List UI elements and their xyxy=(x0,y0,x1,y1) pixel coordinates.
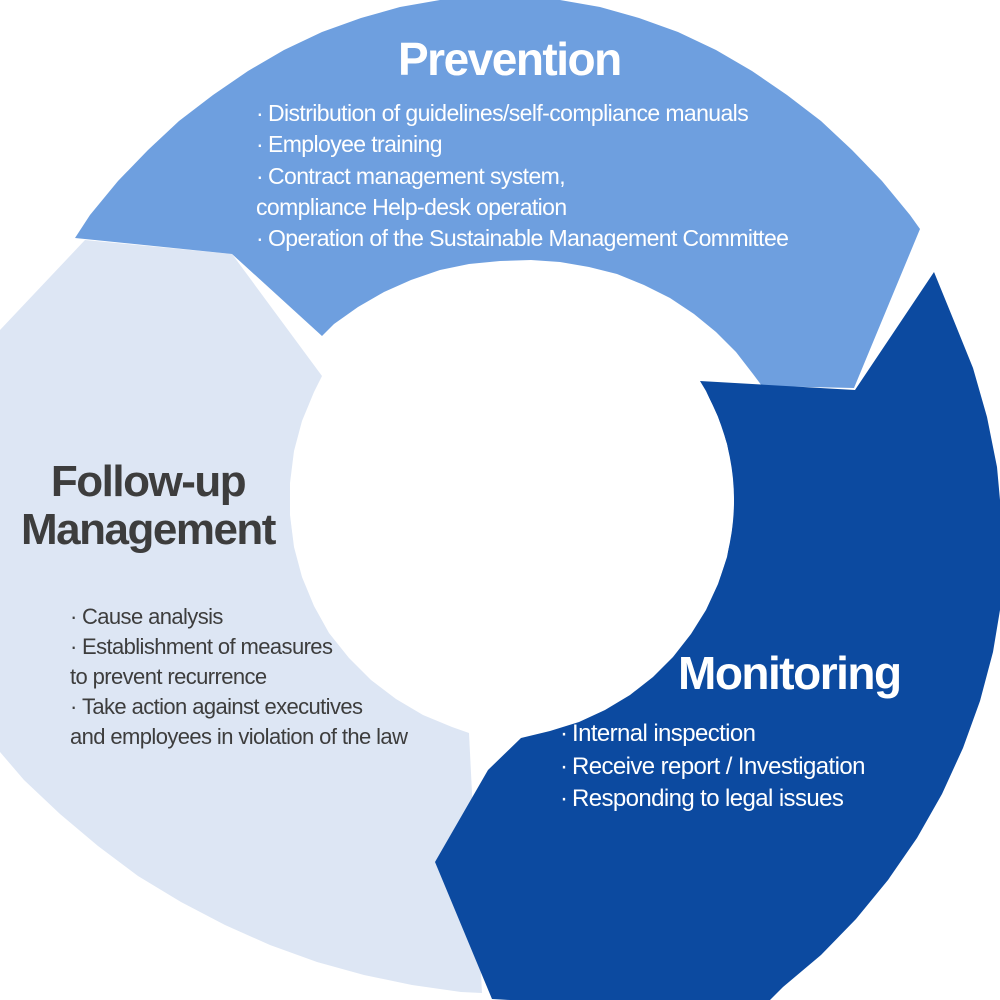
prevention-list: ·Distribution of guidelines/self-complia… xyxy=(256,98,789,254)
list-item-text: Establishment of measures xyxy=(82,633,333,659)
monitoring-segment xyxy=(435,272,1000,1000)
list-item: ·Cause analysis xyxy=(70,604,223,629)
list-item-continuation: to prevent recurrence xyxy=(70,662,407,692)
list-item-text: compliance Help-desk operation xyxy=(256,193,567,220)
list-item-text: Employee training xyxy=(268,131,443,158)
list-item-text: Responding to legal issues xyxy=(572,785,844,813)
list-item-continuation: and employees in violation of the law xyxy=(70,722,408,752)
list-item-text: Operation of the Sustainable Management … xyxy=(268,225,789,252)
list-item: ·Internal inspection xyxy=(560,720,756,747)
followup-title-line-2: Management xyxy=(21,504,276,554)
list-item-text: Distribution of guidelines/self-complian… xyxy=(268,100,749,126)
list-item: ·Distribution of guidelines/self-complia… xyxy=(256,100,749,126)
list-item-text: and employees in violation of the law xyxy=(70,723,408,749)
list-item: ·Take action against executives xyxy=(70,693,363,719)
list-item-text: Receive report / Investigation xyxy=(572,752,865,780)
list-item: ·Operation of the Sustainable Management… xyxy=(256,225,789,252)
list-item-continuation: compliance Help-desk operation xyxy=(256,192,788,223)
list-item-text: to prevent recurrence xyxy=(70,663,267,689)
center-circle xyxy=(290,278,734,722)
list-item-text: Contract management system, xyxy=(268,162,566,189)
monitoring-title: Monitoring xyxy=(678,647,902,699)
list-item: ·Employee training xyxy=(256,131,443,158)
list-item: ·Contract management system, xyxy=(256,162,566,189)
prevention-title: Prevention xyxy=(398,33,622,85)
list-item-text: Cause analysis xyxy=(82,604,223,629)
followup-list: ·Cause analysis ·Establishment of measur… xyxy=(70,602,408,752)
list-item: ·Responding to legal issues xyxy=(560,785,844,813)
list-item: ·Receive report / Investigation xyxy=(560,752,865,780)
list-item-text: Take action against executives xyxy=(82,693,363,719)
followup-title-line-1: Follow-up xyxy=(50,457,247,506)
list-item: ·Establishment of measures xyxy=(70,633,333,659)
list-item-text: Internal inspection xyxy=(572,720,756,747)
followup-title: Follow-up Management xyxy=(20,458,276,553)
monitoring-list: ·Internal inspection ·Receive report / I… xyxy=(560,718,865,816)
prevention-segment xyxy=(75,0,920,388)
followup-segment xyxy=(0,240,482,993)
